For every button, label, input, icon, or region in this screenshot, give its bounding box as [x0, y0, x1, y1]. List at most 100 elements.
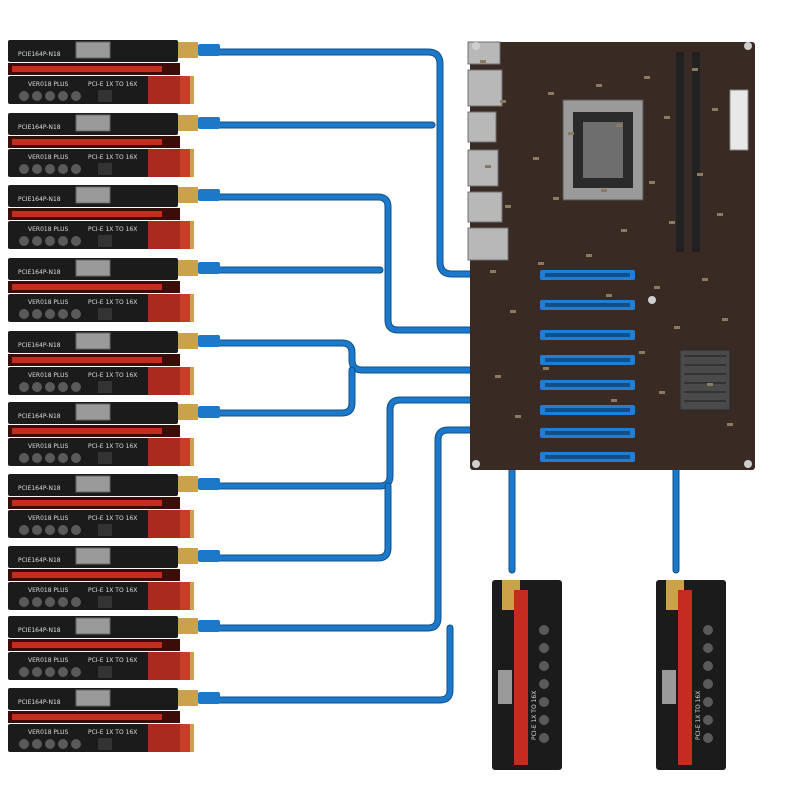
mount-hole — [744, 42, 752, 50]
pcie-x16-slot-red — [12, 66, 162, 72]
smd-component — [495, 375, 501, 378]
riser-interface-label: PCI-E 1X TO 16X — [695, 691, 702, 740]
usb-plug — [198, 189, 220, 201]
smd-component — [510, 310, 516, 313]
red-connector — [148, 221, 190, 249]
riser-model-label: PCIE164P-N18 — [18, 699, 61, 706]
smd-component — [669, 221, 675, 224]
smd-component — [616, 124, 622, 127]
usb-cable — [207, 427, 543, 631]
smd-component — [480, 60, 486, 63]
riser-model-label: PCIE164P-N18 — [18, 124, 61, 131]
capacitor — [539, 625, 549, 635]
riser-model-label: PCIE164P-N18 — [18, 627, 61, 634]
usb-plug — [198, 620, 220, 632]
capacitor — [71, 164, 81, 174]
capacitor — [58, 309, 68, 319]
molex-connector — [75, 259, 111, 277]
capacitor — [703, 679, 713, 689]
smd-component — [538, 262, 544, 265]
chip — [98, 308, 112, 320]
red-connector — [148, 76, 190, 104]
usb-cable — [207, 483, 391, 561]
capacitor — [71, 667, 81, 677]
riser-interface-label: PCI-E 1X TO 16X — [88, 443, 137, 450]
capacitor — [45, 453, 55, 463]
capacitor — [58, 164, 68, 174]
capacitor — [19, 525, 29, 535]
red-connector — [148, 438, 190, 466]
smd-component — [702, 278, 708, 281]
capacitor — [19, 667, 29, 677]
pcie-x16-slot-red — [678, 590, 692, 765]
capacitor — [19, 382, 29, 392]
riser-version-label: VER018 PLUS — [28, 657, 68, 664]
io-port — [467, 227, 509, 261]
usb-port — [176, 548, 198, 564]
chip — [98, 163, 112, 175]
smd-component — [548, 92, 554, 95]
smd-component — [601, 189, 607, 192]
usb-port — [176, 404, 198, 420]
red-connector — [148, 582, 190, 610]
chip — [98, 452, 112, 464]
riser-card-vertical: PCI-E 1X TO 16X — [656, 580, 726, 770]
usb-cable-shadow — [206, 366, 356, 417]
pcie-slot-groove — [545, 431, 630, 435]
pcie-x16-slot-red — [514, 590, 528, 765]
mount-hole — [744, 460, 752, 468]
capacitor — [58, 597, 68, 607]
riser-interface-label: PCI-E 1X TO 16X — [88, 515, 137, 522]
pcie-x16-slot-red — [12, 211, 162, 217]
smd-component — [717, 213, 723, 216]
capacitor — [71, 453, 81, 463]
red-connector — [148, 294, 190, 322]
pcie-x16-slot-red — [12, 572, 162, 578]
riser-version-label: VER018 PLUS — [28, 443, 68, 450]
smd-component — [659, 391, 665, 394]
smd-component — [712, 108, 718, 111]
cpu-socket-pins — [583, 122, 623, 178]
riser-model-label: PCIE164P-N18 — [18, 413, 61, 420]
capacitor — [45, 91, 55, 101]
usb-plug — [198, 262, 220, 274]
capacitor — [32, 164, 42, 174]
mount-hole — [472, 42, 480, 50]
pcie-slot-groove — [545, 333, 630, 337]
riser-model-label: PCIE164P-N18 — [18, 51, 61, 58]
capacitor — [58, 525, 68, 535]
pcie-x16-slot-red — [12, 642, 162, 648]
capacitor — [58, 667, 68, 677]
pcie-x16-slot-red — [12, 357, 162, 363]
usb-cable — [207, 340, 543, 373]
capacitor — [32, 667, 42, 677]
capacitor — [19, 597, 29, 607]
usb-cable-shadow — [206, 482, 392, 562]
capacitor — [19, 91, 29, 101]
chip — [98, 90, 112, 102]
smd-component — [649, 181, 655, 184]
pcie-x16-slot-red — [12, 500, 162, 506]
capacitor — [71, 236, 81, 246]
riser-model-label: PCIE164P-N18 — [18, 269, 61, 276]
capacitor — [539, 643, 549, 653]
capacitor — [19, 236, 29, 246]
pcie-x16-slot-red — [12, 139, 162, 145]
riser-model-label: PCIE164P-N18 — [18, 342, 61, 349]
capacitor — [32, 597, 42, 607]
usb-cable — [207, 367, 355, 416]
smd-component — [568, 132, 574, 135]
riser-version-label: VER018 PLUS — [28, 515, 68, 522]
capacitor — [19, 164, 29, 174]
smd-component — [586, 254, 592, 257]
smd-component — [664, 116, 670, 119]
ram-slot — [676, 52, 684, 252]
usb-cable — [207, 397, 543, 489]
red-connector — [148, 652, 190, 680]
pcie-slot-groove — [545, 455, 630, 459]
